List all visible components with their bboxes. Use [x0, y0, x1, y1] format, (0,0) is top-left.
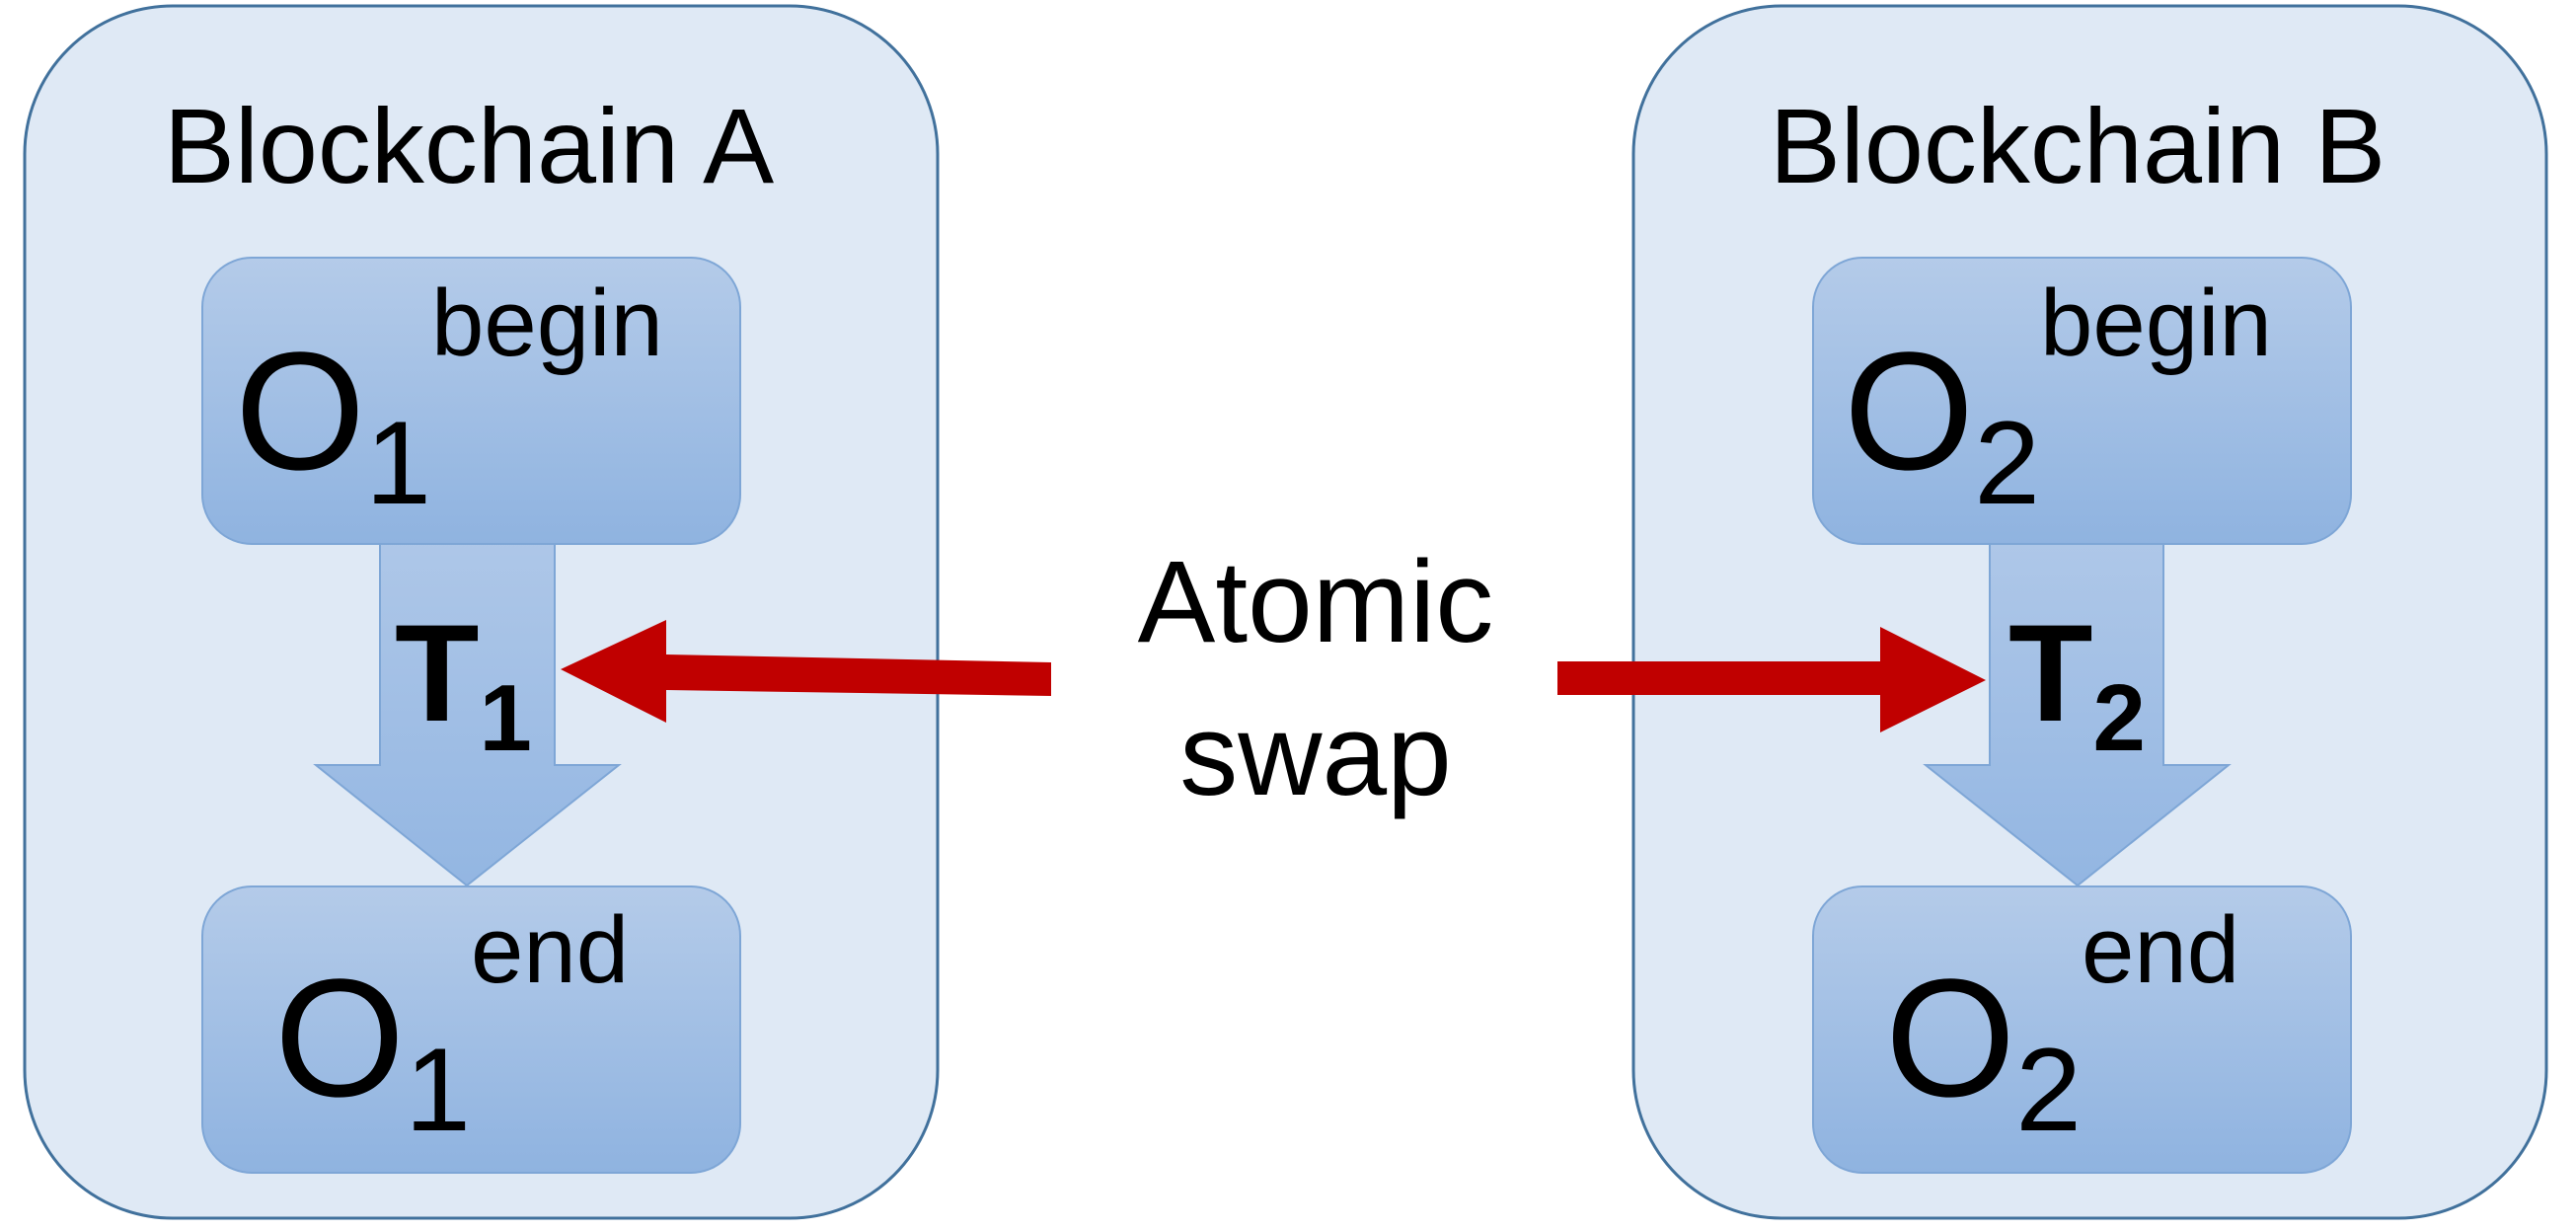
blockchain-b-title: Blockchain B — [1770, 86, 2386, 205]
blockchain-a-title: Blockchain A — [164, 86, 774, 205]
transaction-2-label: T2 — [2008, 595, 2146, 771]
transaction-1-arrow — [313, 537, 622, 887]
blockchain-b-panel: Blockchain B T2 O2begin O2end — [1631, 4, 2548, 1220]
transaction-1-label: T1 — [395, 595, 532, 771]
transaction-2-arrow — [1923, 542, 2232, 887]
swap-arrow-right — [1557, 627, 1986, 732]
state-o1-begin: O1begin — [201, 257, 741, 545]
svg-text:O2end: O2end — [1885, 897, 2239, 1156]
swap-arrow-left — [561, 620, 1051, 723]
svg-text:O1begin: O1begin — [235, 270, 663, 529]
state-o2-begin: O2begin — [1812, 257, 2352, 545]
state-o1-end: O1end — [201, 885, 741, 1174]
swap-label-line1: Atomic — [1138, 537, 1494, 667]
blockchain-a-panel: Blockchain A T1 O1begin O1end — [23, 4, 940, 1220]
state-o2-end: O2end — [1812, 885, 2352, 1174]
svg-text:O1end: O1end — [274, 897, 629, 1156]
swap-label-line2: swap — [1179, 690, 1451, 820]
svg-text:O2begin: O2begin — [1844, 270, 2272, 529]
